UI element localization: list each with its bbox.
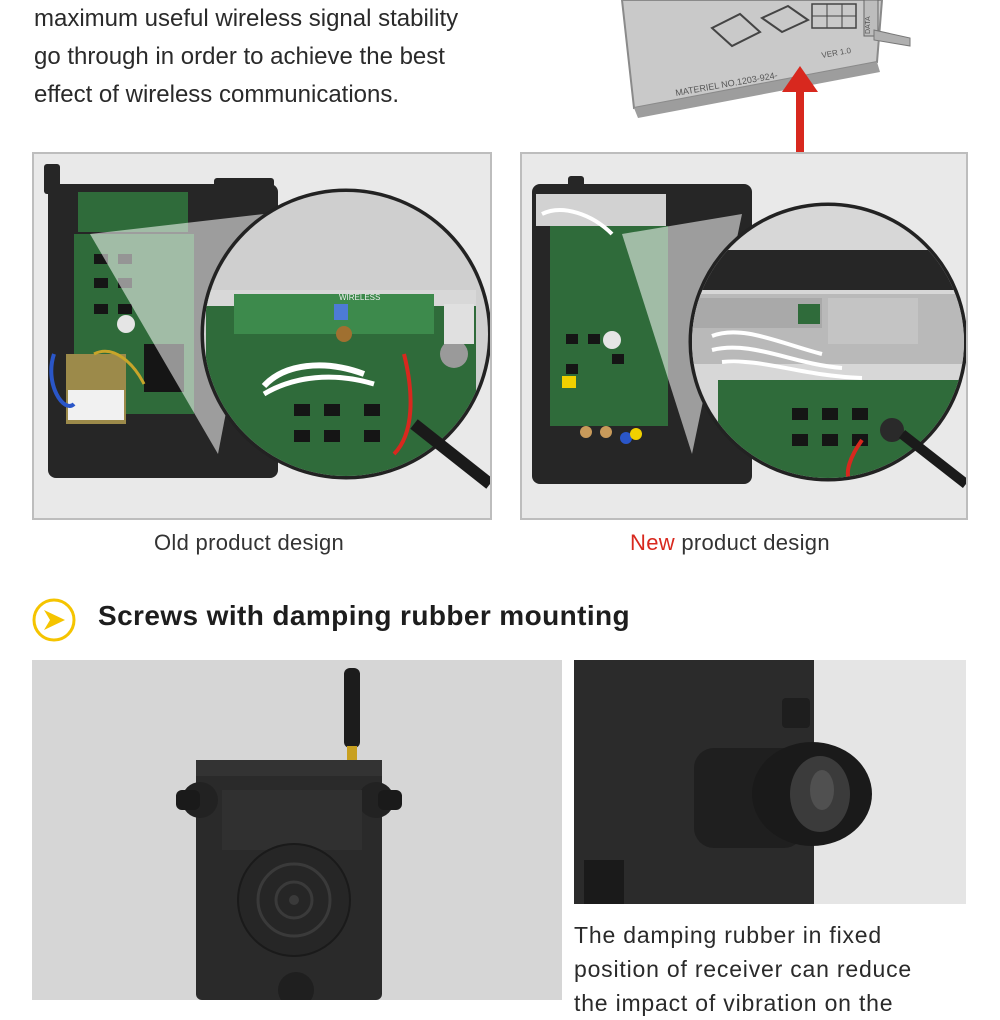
description-line: The damping rubber in fixed	[574, 922, 882, 948]
intro-line: go through in order to achieve the best	[34, 43, 445, 70]
receiver-mounting-photo	[32, 660, 562, 1000]
description-line: position of receiver can reduce	[574, 956, 913, 982]
intro-line: effect of wireless communications.	[34, 81, 400, 108]
old-design-caption: Old product design	[154, 530, 345, 555]
new-caption-rest: product design	[674, 530, 830, 555]
board-label: WIRELESS	[339, 293, 380, 302]
data-label: DATA	[865, 16, 872, 34]
description-line: the impact of vibration on the	[574, 990, 894, 1016]
old-design-photo: WIRELESS	[32, 152, 492, 520]
new-design-caption: New product design	[630, 530, 830, 556]
section-heading: Screws with damping rubber mounting	[98, 600, 631, 631]
receiver-module-photo: MATERIEL NO.1203-924- VER 1.0 DATA	[612, 0, 912, 120]
damping-description: The damping rubber in fixed position of …	[574, 918, 958, 1020]
damping-rubber-photo	[574, 660, 966, 904]
chevron-right-icon	[32, 598, 76, 642]
intro-line: maximum useful wireless signal stability	[34, 5, 459, 32]
new-design-photo	[520, 152, 968, 520]
intro-paragraph: maximum useful wireless signal stability…	[34, 0, 504, 114]
new-label: New	[630, 530, 675, 555]
